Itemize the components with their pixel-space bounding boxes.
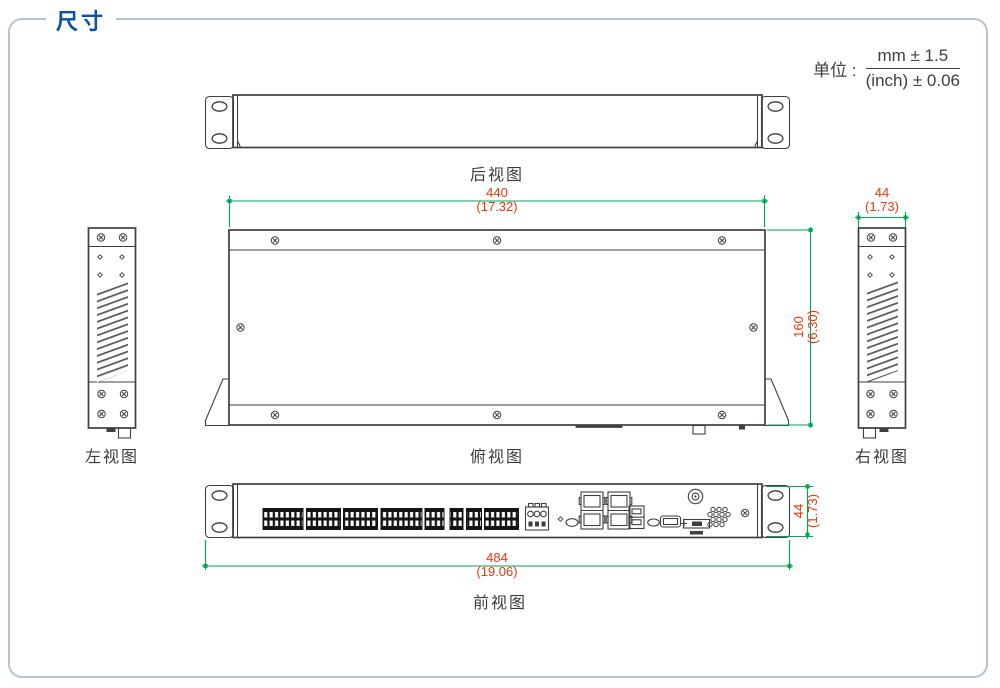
status-led (557, 516, 564, 522)
dim-overall-width: 484 (19.06) (476, 551, 517, 579)
dim-overall-width-inch: (19.06) (476, 564, 518, 579)
usb-ports (628, 505, 645, 530)
hdmi-port (659, 515, 682, 528)
vent-slats (867, 279, 898, 383)
dimension-lines (202, 195, 909, 570)
left-view-label: 左视图 (84, 449, 140, 466)
rear-view-label: 后视图 (469, 167, 525, 184)
top-view-label: 俯视图 (469, 449, 525, 466)
antenna-connector (687, 488, 704, 505)
dim-side-width-mm: 44 (874, 185, 890, 200)
power-terminal (524, 502, 550, 531)
sim-card-slot (682, 518, 711, 535)
dim-top-width-inch: (17.32) (476, 199, 518, 214)
dim-front-height: 44 (1.73) (791, 494, 820, 528)
panel-screw (740, 508, 750, 518)
dim-front-height-inch: (1.73) (805, 494, 820, 528)
ethernet-ports (578, 491, 633, 530)
dim-top-depth-inch: (6.30) (805, 310, 820, 344)
left-view-drawing (87, 227, 137, 439)
front-view-label: 前视图 (472, 595, 528, 612)
dim-top-depth: 160 (6.30) (791, 310, 820, 344)
unit-inch-tolerance: (inch) ± 0.06 (865, 70, 960, 90)
dim-top-width: 440 (17.32) (476, 186, 517, 214)
dim-front-height-mm: 44 (791, 503, 806, 519)
unit-label: 单位 : (813, 60, 857, 80)
reset-button (565, 518, 579, 527)
rack-ear-holes (211, 101, 784, 144)
unit-fraction: mm ± 1.5 (inch) ± 0.06 (865, 46, 960, 90)
mount-foot-left (204, 378, 230, 427)
dim-top-width-mm: 440 (486, 185, 508, 200)
dim-side-width: 44 (1.73) (865, 186, 899, 214)
function-button (647, 518, 660, 527)
front-view-drawing (204, 483, 791, 539)
dim-overall-width-mm: 484 (486, 550, 508, 565)
right-view-drawing (857, 227, 907, 439)
right-view-label: 右视图 (854, 449, 910, 466)
vent-holes (707, 506, 731, 528)
mount-foot-right (764, 378, 790, 427)
top-screws (236, 236, 758, 420)
dim-side-width-inch: (1.73) (865, 199, 899, 214)
vent-slats (97, 279, 128, 383)
dim-top-depth-mm: 160 (791, 316, 806, 338)
page-title: 尺寸 (46, 4, 117, 36)
unit-note: 单位 : mm ± 1.5 (inch) ± 0.06 (813, 46, 960, 90)
top-view-drawing (204, 229, 790, 435)
unit-mm-tolerance: mm ± 1.5 (865, 46, 960, 69)
rear-view-drawing (204, 94, 791, 150)
terminal-blocks (262, 508, 519, 530)
content-frame (8, 18, 988, 678)
